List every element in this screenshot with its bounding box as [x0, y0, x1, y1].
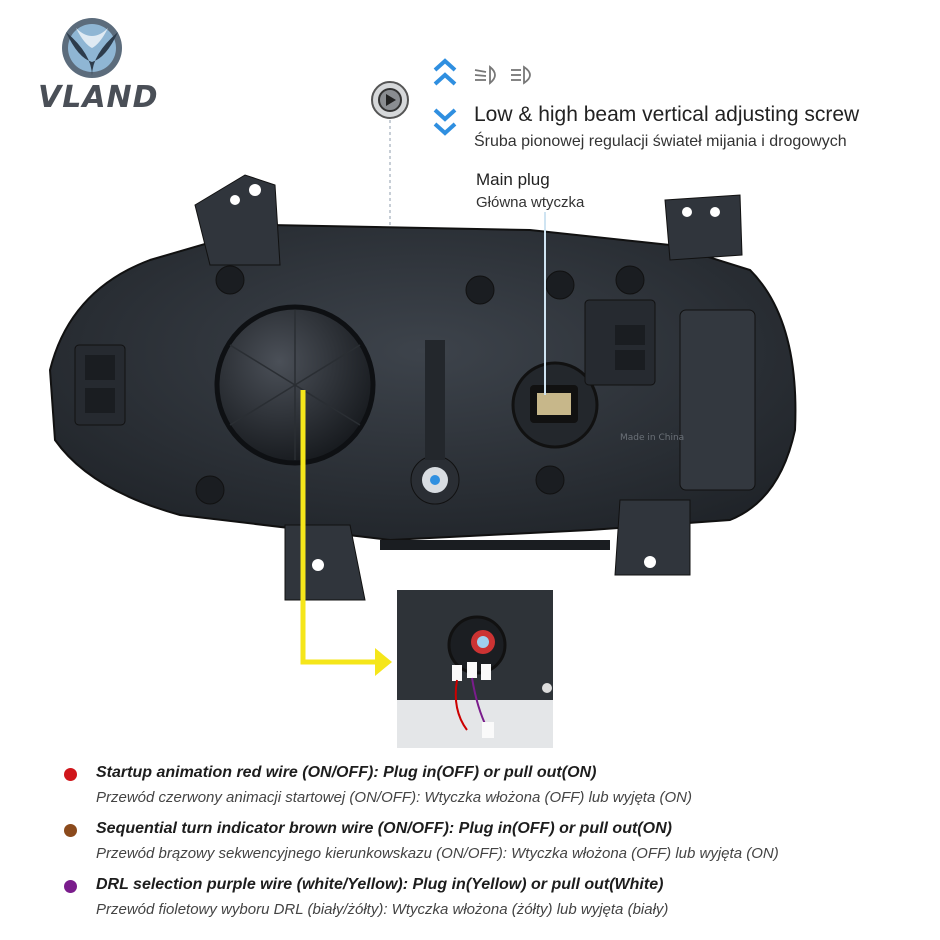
- wire-en: Sequential turn indicator brown wire (ON…: [96, 820, 672, 837]
- vland-logo-icon: [62, 18, 122, 78]
- arrow-down-icon: [433, 108, 457, 136]
- red-dot-icon: [64, 768, 77, 781]
- purple-dot-icon: [64, 880, 77, 893]
- main-plug-subtitle: Główna wtyczka: [476, 194, 585, 211]
- brand-logo: VLAND: [36, 14, 159, 115]
- wire-pl: Przewód czerwony animacji startowej (ON/…: [96, 789, 692, 806]
- adjust-screw-subtitle: Śruba pionowej regulacji świateł mijania…: [474, 133, 847, 150]
- brown-dot-icon: [64, 824, 77, 837]
- wire-en: DRL selection purple wire (white/Yellow)…: [96, 876, 664, 893]
- main-plug-title: Main plug: [476, 170, 550, 189]
- wire-en: Startup animation red wire (ON/OFF): Plu…: [96, 764, 597, 781]
- headlight-housing: Made in China: [48, 174, 797, 601]
- brand-name: VLAND: [38, 80, 159, 115]
- arrow-up-icon: [433, 58, 457, 86]
- low-beam-icon: [474, 65, 496, 85]
- wiring-inset-photo: [397, 590, 553, 748]
- adjust-screw-title: Low & high beam vertical adjusting screw: [474, 103, 860, 126]
- wire-legend: Startup animation red wire (ON/OFF): Plu…: [64, 764, 924, 934]
- pointers: [300, 212, 546, 676]
- made-in-china-stamp: Made in China: [620, 433, 684, 443]
- wire-pl: Przewód fioletowy wyboru DRL (biały/żółt…: [96, 901, 669, 918]
- high-beam-icon: [511, 65, 531, 85]
- wire-pl: Przewód brązowy sekwencyjnego kierunkows…: [96, 845, 779, 862]
- screw-icon: [371, 81, 409, 119]
